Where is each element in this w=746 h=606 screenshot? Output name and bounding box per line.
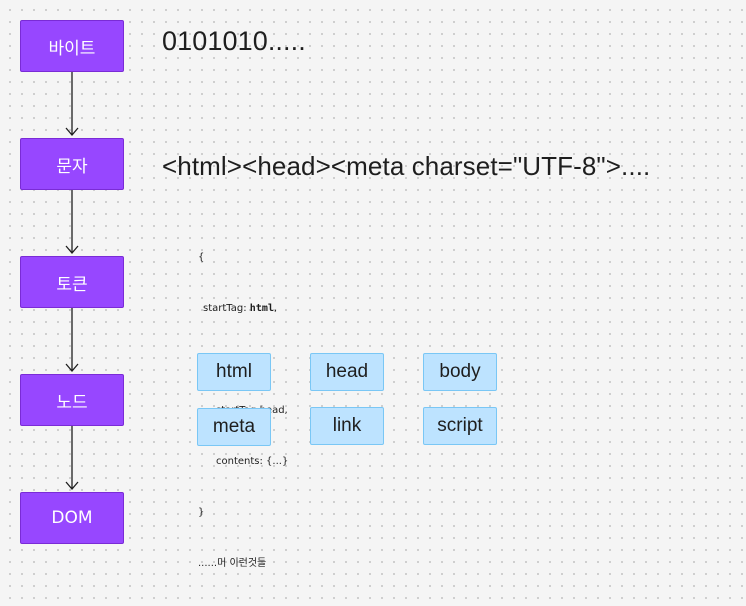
node-head-label: head <box>325 361 369 382</box>
node-body: body <box>423 353 497 391</box>
node-html: html <box>197 353 271 391</box>
token-starttag-key: startTag: <box>203 303 250 314</box>
token-line-note: ......머 이런것들 <box>198 558 267 569</box>
step-bytes: 바이트 <box>20 20 124 72</box>
step-tokens-label: 토큰 <box>56 274 88 295</box>
arrow-tokens-to-nodes <box>65 308 79 372</box>
node-script-label: script <box>437 415 483 436</box>
diagram-canvas: 바이트 문자 토큰 노드 DOM 0101010..... <html><hea… <box>20 20 651 569</box>
token-line-starttag: startTag: html, <box>198 300 288 317</box>
node-link: link <box>310 407 384 445</box>
bytes-example-text: 0101010..... <box>162 26 306 56</box>
step-characters: 문자 <box>20 138 124 190</box>
characters-example-text: <html><head><meta charset="UTF-8">.... <box>162 151 651 181</box>
node-head: head <box>310 353 384 391</box>
token-line-close: } <box>198 507 205 518</box>
arrow-bytes-to-characters <box>65 72 79 136</box>
node-body-label: body <box>439 361 481 382</box>
arrow-characters-to-tokens <box>65 190 79 254</box>
token-starttag-value: html <box>249 303 274 314</box>
node-link-label: link <box>332 415 362 436</box>
token-line-contents: contents: {...} <box>216 456 289 467</box>
step-characters-label: 문자 <box>56 156 88 177</box>
step-tokens: 토큰 <box>20 256 124 308</box>
node-html-label: html <box>216 361 252 382</box>
step-nodes: 노드 <box>20 374 124 426</box>
node-meta-label: meta <box>212 416 256 437</box>
token-line-open: { <box>198 252 205 263</box>
step-nodes-label: 노드 <box>56 392 88 413</box>
step-bytes-label: 바이트 <box>48 38 96 59</box>
node-script: script <box>423 407 497 445</box>
step-dom-label: DOM <box>51 508 93 528</box>
step-dom: DOM <box>20 492 124 544</box>
token-starttag-comma: , <box>273 303 278 314</box>
node-meta: meta <box>197 408 271 446</box>
arrow-nodes-to-dom <box>65 426 79 490</box>
